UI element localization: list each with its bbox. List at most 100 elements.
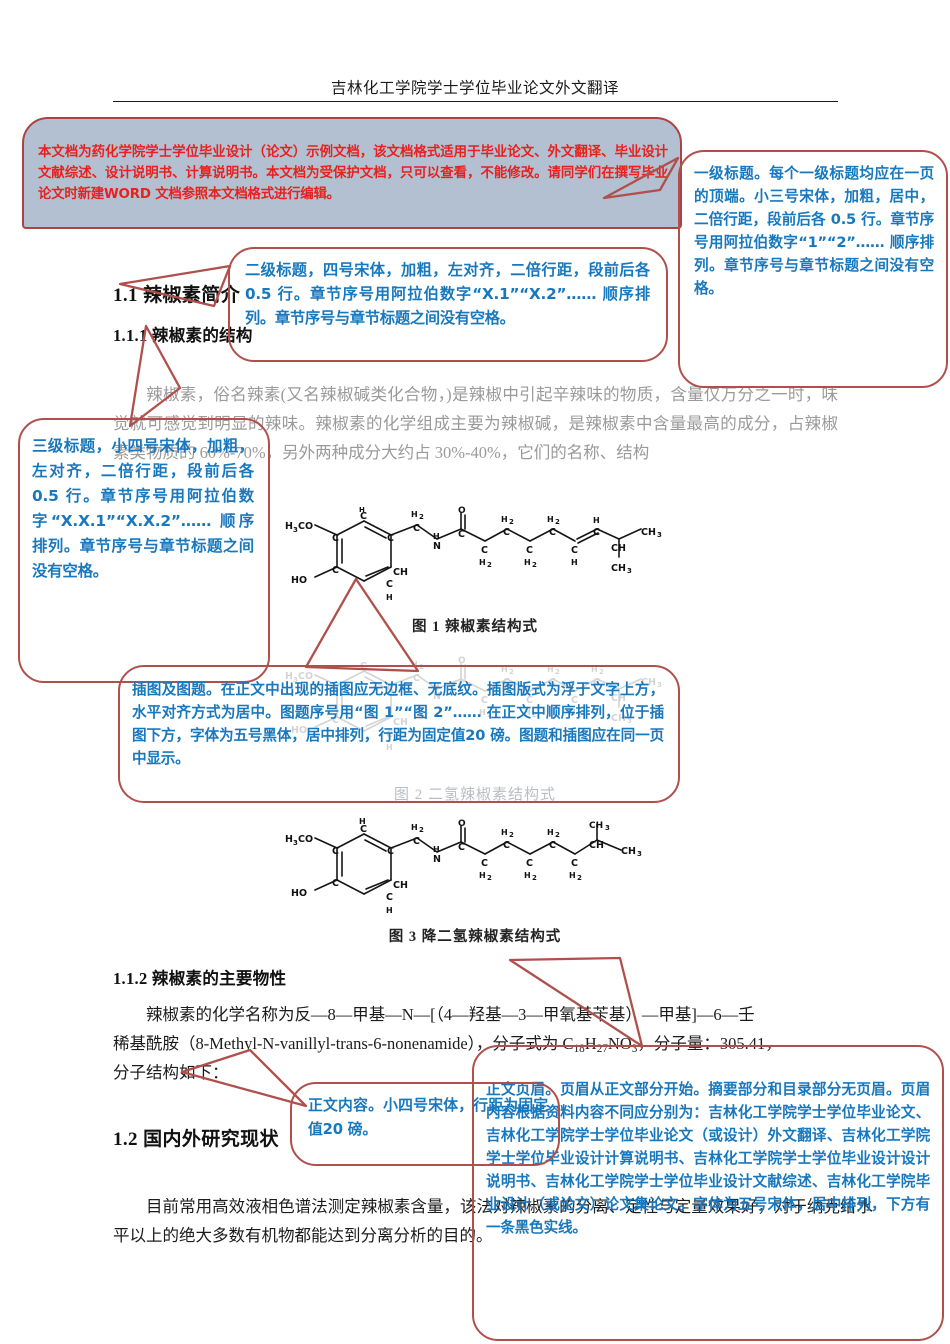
svg-text:C: C	[549, 840, 556, 851]
svg-text:C: C	[387, 846, 394, 857]
svg-text:2: 2	[532, 711, 537, 719]
svg-text:2: 2	[532, 561, 537, 569]
heading-1-1-2: 1.1.2 辣椒素的主要物性	[113, 969, 287, 988]
callout-heading-level-2-text: 二级标题，四号宋体，加粗，左对齐，二倍行距，段前后各 0.5 行。章节序号用阿拉…	[245, 261, 650, 327]
page-header-rule	[113, 101, 838, 102]
svg-text:CH: CH	[611, 713, 626, 724]
svg-text:H: H	[591, 665, 598, 674]
svg-text:2: 2	[555, 518, 560, 526]
protected-document-banner	[22, 117, 682, 229]
callout-page-header-format	[472, 1045, 944, 1341]
research-text: 目前常用高效液相色谱法测定辣椒素含量，该法对辣椒素的分离、定性与定量效果好，对于…	[113, 1197, 873, 1245]
callout-heading-level-1-text: 一级标题。每个一级标题均应在一页的顶端。小三号宋体，加粗，居中，二倍行距，段前后…	[694, 165, 934, 297]
svg-text:H: H	[593, 516, 600, 525]
svg-text:HO: HO	[291, 888, 307, 899]
svg-text:H: H	[524, 708, 531, 717]
page-header-text: 吉林化工学院学士学位毕业论文外文翻译	[330, 80, 619, 97]
svg-text:H: H	[571, 558, 578, 567]
svg-text:CH: CH	[621, 846, 636, 857]
svg-text:CH: CH	[589, 840, 604, 851]
svg-text:C: C	[503, 527, 510, 538]
svg-text:C: C	[481, 695, 488, 706]
callout-heading-level-3-text: 三级标题，小四号宋体，加粗，左对齐，二倍行距，段前后各0.5 行。章节序号用阿拉…	[32, 437, 254, 580]
svg-text:H: H	[433, 845, 440, 854]
svg-text:3: 3	[657, 531, 662, 539]
svg-text:2: 2	[599, 668, 604, 676]
svg-text:N: N	[433, 854, 441, 865]
svg-text:2: 2	[577, 711, 582, 719]
paragraph-capsaicin-structure: 辣椒素，俗名辣素(又名辣椒碱类化合物，)是辣椒中引起辛辣味的物质，含量仅万分之一…	[113, 380, 838, 467]
svg-text:3: 3	[627, 567, 632, 575]
svg-text:O: O	[458, 506, 466, 516]
svg-text:CH: CH	[393, 880, 408, 891]
svg-text:O: O	[458, 819, 466, 829]
svg-text:H: H	[547, 665, 554, 674]
svg-text:CH: CH	[641, 677, 656, 688]
svg-text:2: 2	[487, 711, 492, 719]
svg-text:2: 2	[555, 831, 560, 839]
svg-text:C: C	[458, 842, 465, 853]
svg-text:C: C	[332, 715, 339, 726]
svg-text:H: H	[479, 558, 486, 567]
svg-text:H: H	[524, 871, 531, 880]
svg-text:H: H	[479, 871, 486, 880]
svg-text:C: C	[526, 858, 533, 869]
svg-text:C: C	[386, 892, 393, 903]
svg-text:CH: CH	[641, 527, 656, 538]
svg-text:C: C	[593, 677, 600, 688]
svg-text:2: 2	[487, 561, 492, 569]
svg-text:C: C	[503, 840, 510, 851]
svg-text:H: H	[547, 515, 554, 524]
svg-text:3: 3	[293, 839, 298, 847]
callout-body-text-format-text: 正文内容。小四号宋体，行距为固定值20 磅。	[308, 1097, 548, 1138]
svg-text:3: 3	[293, 526, 298, 534]
svg-text:C: C	[503, 677, 510, 688]
svg-text:C: C	[332, 683, 339, 694]
svg-text:C: C	[549, 527, 556, 538]
svg-text:N: N	[433, 691, 441, 702]
svg-text:H: H	[501, 828, 508, 837]
svg-text:O: O	[458, 656, 466, 666]
svg-text:C: C	[526, 695, 533, 706]
svg-text:CH: CH	[393, 567, 408, 578]
svg-text:H: H	[524, 558, 531, 567]
formula-weight: ，分子量：305.41，	[637, 1034, 782, 1053]
svg-text:H: H	[479, 708, 486, 717]
figure-1-caption: 图 1 辣椒素结构式	[412, 619, 538, 635]
svg-text:CH: CH	[611, 543, 626, 554]
svg-text:N: N	[433, 541, 441, 552]
svg-text:H: H	[411, 510, 418, 519]
svg-text:H: H	[501, 515, 508, 524]
svg-text:CH: CH	[393, 717, 408, 728]
svg-text:C: C	[387, 683, 394, 694]
svg-text:H: H	[433, 532, 440, 541]
properties-line-1: 辣椒素的化学名称为反—8—甲基—N—[（4—羟基—3—甲氧基苄基）—甲基]—6—…	[146, 1005, 755, 1024]
svg-text:C: C	[571, 695, 578, 706]
svg-text:2: 2	[555, 668, 560, 676]
formula-sub-27: 27	[596, 1042, 608, 1055]
svg-text:CH: CH	[611, 693, 626, 704]
svg-text:C: C	[413, 836, 420, 847]
svg-text:2: 2	[509, 518, 514, 526]
callout-page-header-format-text: 正文页眉。页眉从正文部分开始。摘要部分和目录部分无页眉。页眉内容根据资料内容不同…	[486, 1081, 930, 1236]
paragraph-research-status: 目前常用高效液相色谱法测定辣椒素含量，该法对辣椒素的分离、定性与定量效果好，对于…	[113, 1192, 873, 1250]
svg-text:2: 2	[577, 874, 582, 882]
callout-body-text-format	[290, 1082, 560, 1166]
svg-text:H: H	[285, 834, 293, 845]
svg-text:H: H	[386, 743, 393, 752]
svg-text:C: C	[387, 533, 394, 544]
callout-heading-level-1	[678, 150, 948, 388]
heading-1-1: 1.1 辣椒素简介	[113, 285, 241, 306]
svg-text:C: C	[413, 523, 420, 534]
svg-text:H: H	[386, 593, 393, 602]
paragraph-capsaicin-properties: 辣椒素的化学名称为反—8—甲基—N—[（4—羟基—3—甲氧基苄基）—甲基]—6—…	[113, 1000, 838, 1029]
svg-text:CH: CH	[589, 821, 603, 831]
svg-text:H: H	[285, 671, 293, 682]
svg-text:H: H	[411, 823, 418, 832]
svg-text:C: C	[549, 677, 556, 688]
